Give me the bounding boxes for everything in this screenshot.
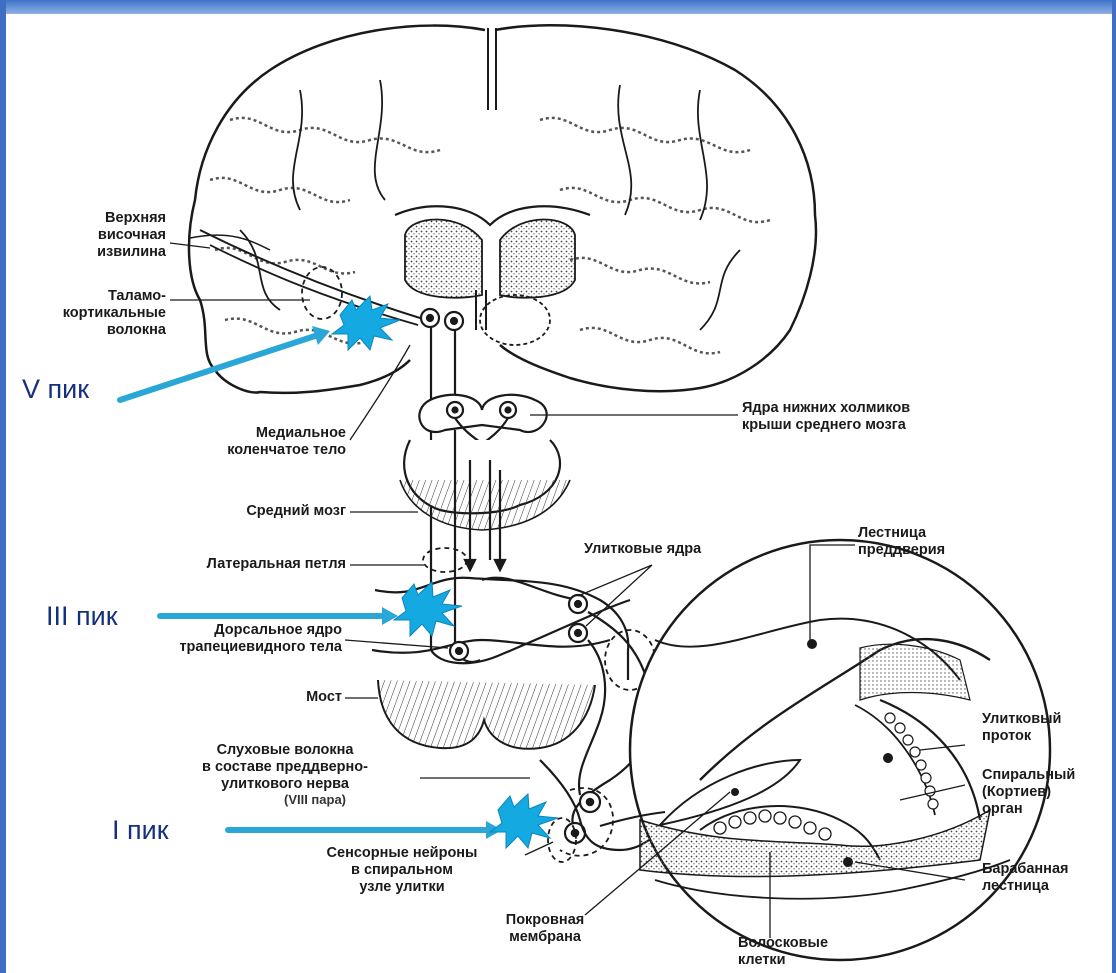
label-organ-of-corti: Спиральный (Кортиев) орган	[982, 767, 1075, 818]
label-pons: Мост	[240, 689, 342, 706]
burst-iii	[394, 582, 462, 636]
label-superior-temporal-gyrus: Верхняя височная извилина	[40, 210, 166, 261]
peak-i-label: I пик	[112, 815, 169, 845]
peak-v-label: V пик	[22, 374, 89, 404]
label-cochlear-duct: Улитковый проток	[982, 711, 1061, 745]
label-thalamocortical-fibers: Таламо- кортикальные волокна	[20, 288, 166, 339]
peak-iii-label: III пик	[46, 601, 118, 631]
label-cochlear-nuclei: Улитковые ядра	[584, 541, 701, 558]
label-scala-vestibuli: Лестница преддверия	[858, 525, 945, 559]
label-hair-cells: Волосковые клетки	[738, 935, 828, 969]
label-midbrain: Средний мозг	[150, 503, 346, 520]
label-sensory-neurons: Сенсорные нейроны в спиральном узле улит…	[280, 845, 524, 896]
label-dorsal-trapezoid-nucleus: Дорсальное ядро трапециевидного тела	[130, 622, 342, 656]
label-lateral-lemniscus: Латеральная петля	[100, 556, 346, 573]
label-tectorial-membrane: Покровная мембрана	[490, 912, 600, 946]
label-scala-tympani: Барабанная лестница	[982, 861, 1068, 895]
label-inferior-colliculi: Ядра нижних холмиков крыши среднего мозг…	[742, 400, 910, 434]
brain-coronal-section	[189, 25, 816, 393]
label-medial-geniculate-body: Медиальное коленчатое тело	[150, 425, 346, 459]
cochlea-cross-section	[600, 540, 1050, 960]
label-auditory-fibers: Слуховые волокна в составе преддверно- у…	[150, 742, 420, 806]
